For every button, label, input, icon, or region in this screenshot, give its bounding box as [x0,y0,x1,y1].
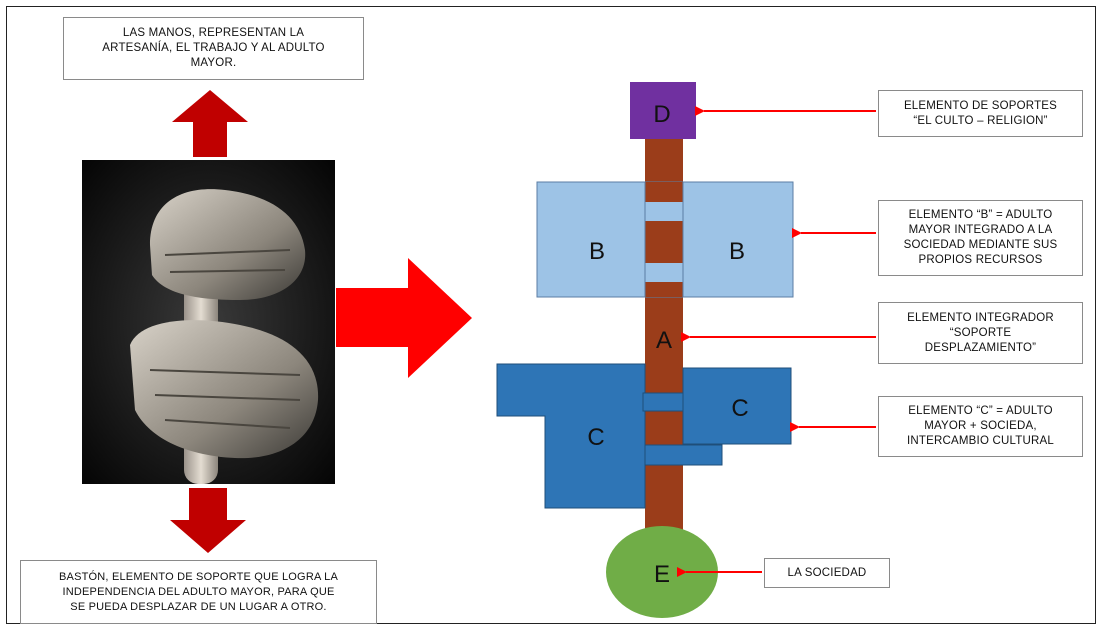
label-b-left: B [589,238,605,265]
pole-band [642,392,684,412]
block-c-base [644,444,723,466]
arrow-up-dark-red [172,90,248,157]
note-manos: LAS MANOS, REPRESENTAN LA ARTESANÍA, EL … [63,17,364,80]
note-a: ELEMENTO INTEGRADOR “SOPORTE DESPLAZAMIE… [878,302,1083,364]
figure-frame [6,6,1096,624]
arrow-right-big [336,258,472,378]
note-b: ELEMENTO “B” = ADULTO MAYOR INTEGRADO A … [878,200,1083,276]
pole-segment [645,282,683,297]
label-e: E [654,561,670,588]
hands-cane-photo [82,160,335,484]
pole-segment [645,182,683,202]
note-baston: BASTÓN, ELEMENTO DE SOPORTE QUE LOGRA LA… [20,560,377,624]
label-d: D [653,101,670,128]
note-d: ELEMENTO DE SOPORTES “EL CULTO – RELIGIO… [878,90,1083,137]
block-d [630,82,696,139]
label-b-right: B [729,238,745,265]
note-c: ELEMENTO “C” = ADULTO MAYOR + SOCIEDA, I… [878,396,1083,457]
label-a: A [656,327,672,354]
lower-hand [130,320,319,459]
note-e: LA SOCIEDAD [764,558,890,588]
label-c-right: C [731,395,748,422]
label-c-left: C [587,424,604,451]
pole-segment [645,221,683,263]
block-c-left [496,363,646,509]
circle-e [606,526,718,618]
arrow-down-dark-red [170,488,246,553]
